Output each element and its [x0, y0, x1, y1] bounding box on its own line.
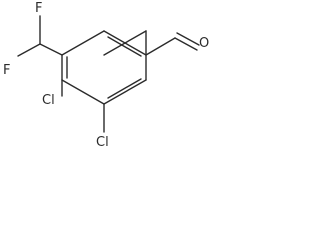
benzene-ring	[61, 30, 147, 105]
bond-ring-to-cho	[145, 37, 176, 56]
ring-inner-bond-1	[107, 36, 142, 57]
ring-bond-c3-c4	[103, 79, 147, 105]
fluorine-top-label: F	[35, 1, 42, 16]
bond-cho-double-1	[174, 37, 198, 51]
chemical-structure-diagram: F F Cl Cl O	[3, 1, 209, 150]
chloro-substituents	[61, 79, 105, 133]
ring-bond-c6-c1	[61, 30, 105, 56]
aldehyde-group	[145, 32, 200, 56]
chlorine-upper-label: Cl	[42, 93, 55, 108]
bond-ring-to-chf2	[39, 43, 63, 56]
chlorine-lower-label: Cl	[96, 135, 109, 150]
ring-bond-c6-c1-close	[103, 30, 147, 56]
fluorine-left-label: F	[3, 63, 10, 78]
difluoromethyl-group	[17, 15, 63, 57]
ring-inner-bond-2	[107, 78, 142, 99]
ring-bond-c4-c5	[61, 79, 105, 105]
bond-chf2-to-f-left	[17, 43, 41, 57]
bond-cho-double-2	[176, 32, 200, 46]
oxygen-aldehyde-label: O	[199, 36, 209, 51]
